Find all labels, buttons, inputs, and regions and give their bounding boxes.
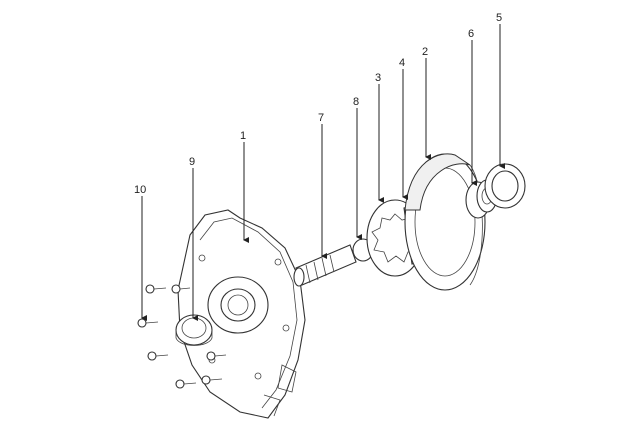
callout-3: 3: [375, 72, 381, 84]
callout-4: 4: [399, 57, 405, 69]
callout-9: 9: [189, 156, 195, 168]
oil-seal-part: [175, 314, 213, 346]
callout-6: 6: [468, 28, 474, 40]
callout-1: 1: [240, 130, 246, 142]
callout-2: 2: [422, 46, 428, 58]
shaft-part: [293, 244, 357, 287]
bolt: [206, 351, 227, 361]
bolt: [147, 351, 169, 361]
bolt: [201, 375, 223, 385]
pump-cover-part: [177, 209, 306, 419]
bolt-set-part: [137, 284, 227, 389]
callout-7: 7: [318, 112, 324, 124]
bolt: [171, 284, 191, 294]
pump-body-part: [404, 153, 486, 291]
callout-8: 8: [353, 96, 359, 108]
bolt: [145, 284, 167, 294]
callout-10: 10: [134, 184, 146, 196]
callout-5: 5: [496, 12, 502, 24]
bolt: [137, 318, 159, 328]
bolt: [175, 379, 197, 389]
seal-ring-part: [484, 163, 526, 209]
